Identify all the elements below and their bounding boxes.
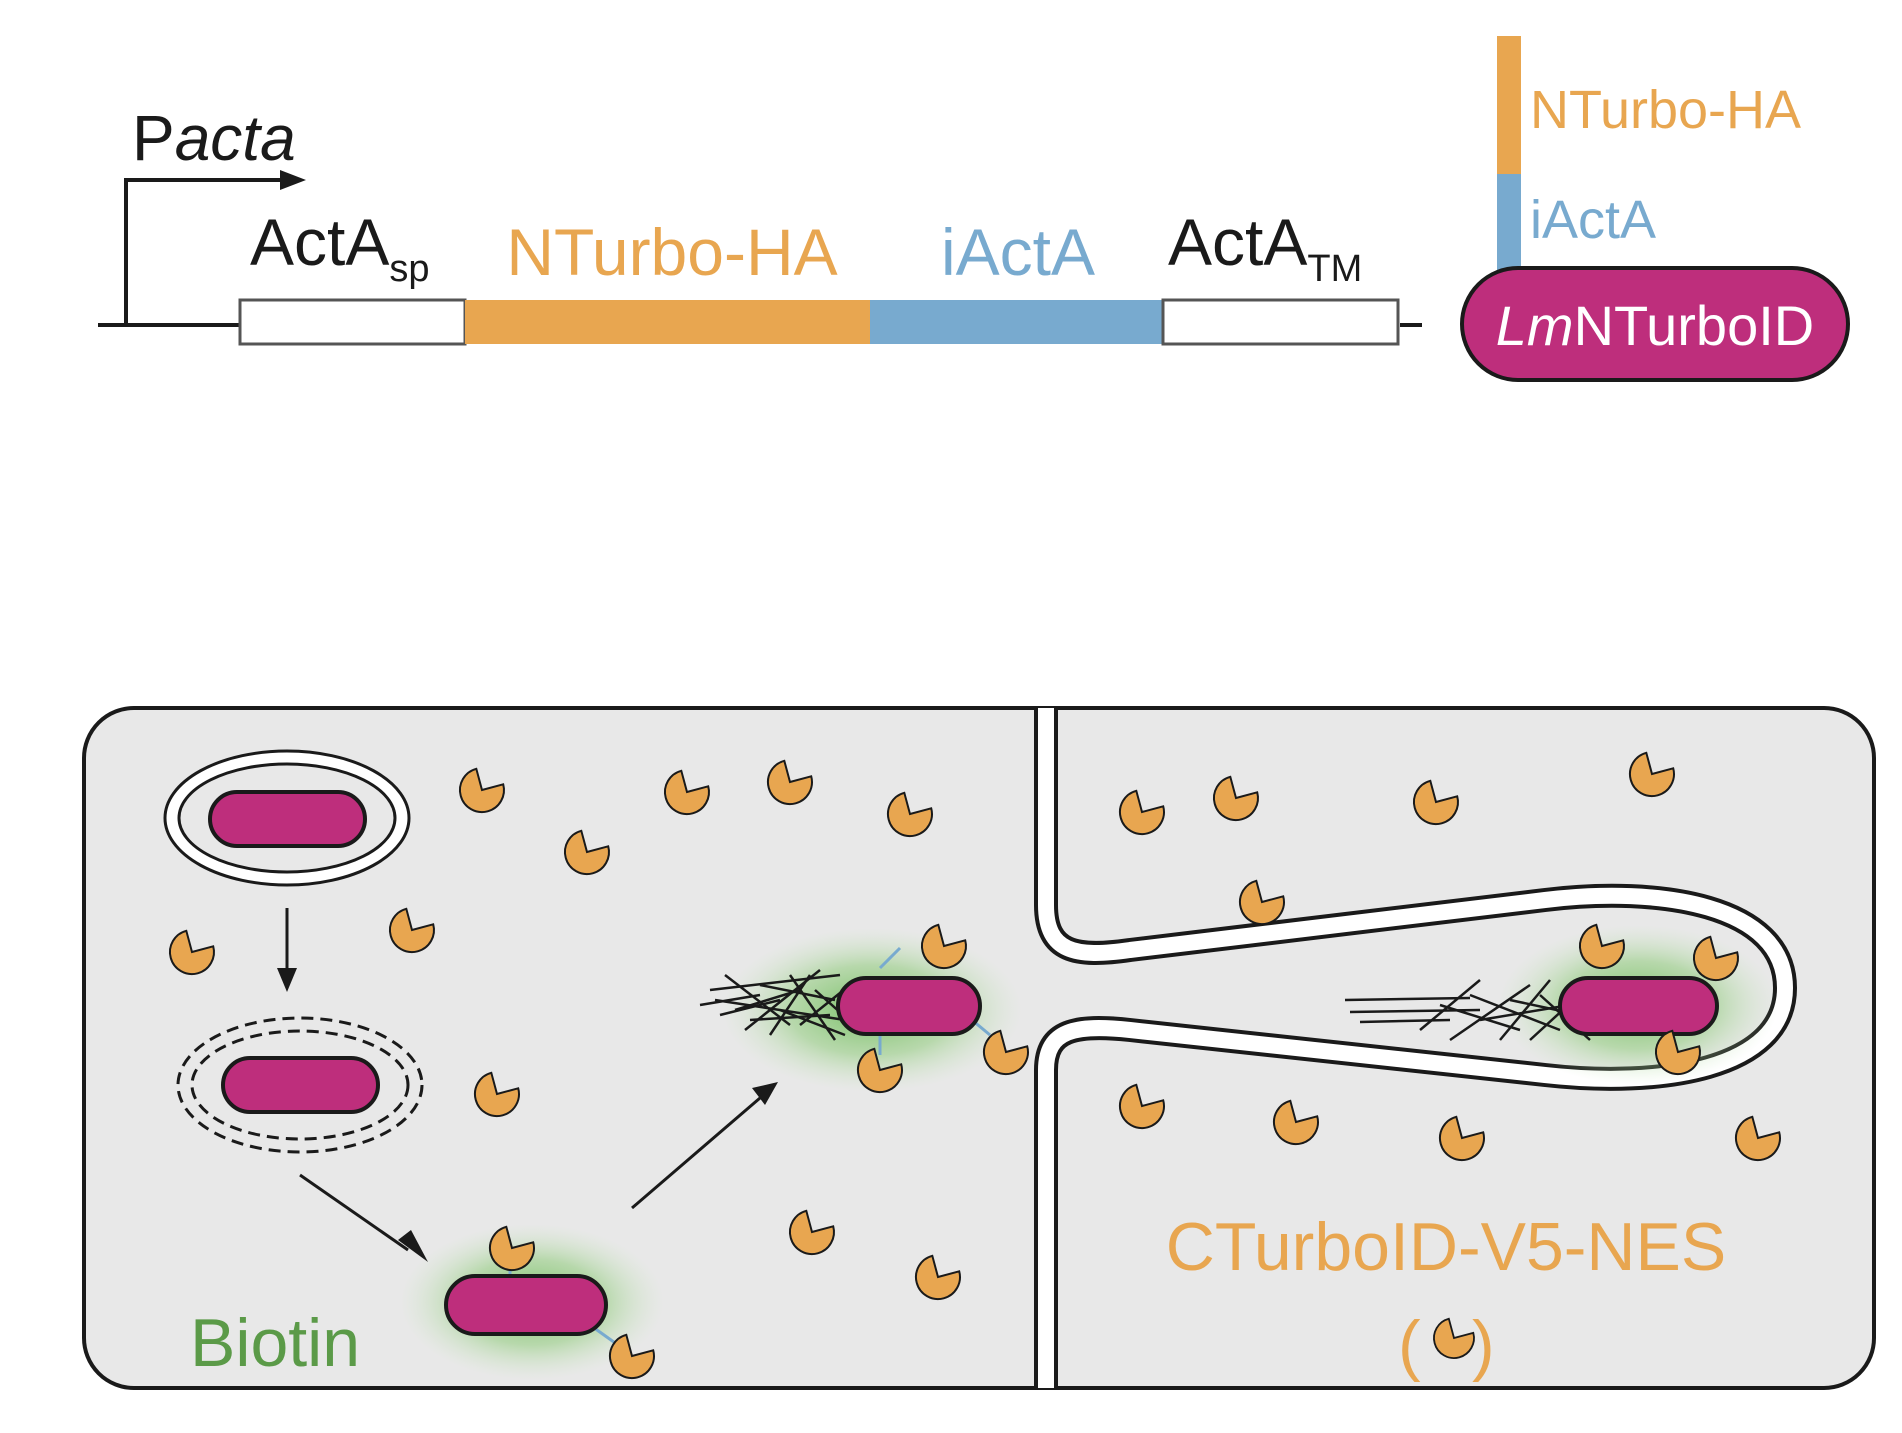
cell-membrane-inner (1038, 708, 1793, 1388)
cturbo-paren-close: ) (1472, 1307, 1495, 1383)
arrow-lysis-to-cytosol (299, 1173, 409, 1252)
legend-nturbo-bar (1497, 36, 1521, 174)
linker-3 (878, 946, 902, 970)
bacterium-actin-left (836, 976, 982, 1036)
transmembrane-box (1161, 298, 1400, 346)
nturbo-ha-segment (465, 300, 870, 344)
iacta-segment (870, 300, 1163, 344)
cturbo-paren-open: ( (1398, 1307, 1421, 1383)
biotin-label: Biotin (190, 1305, 360, 1381)
cturbo-label: CTurboID-V5-NES (1166, 1209, 1727, 1285)
promoter-label: Pacta (132, 102, 296, 174)
promoter-arrowhead (280, 170, 306, 190)
legend-bacterium (1460, 266, 1850, 382)
arrowhead-lysis-to-cytosol (398, 1230, 428, 1262)
signal-peptide-label: ActAsp (250, 205, 430, 290)
iacta-label: iActA (941, 215, 1095, 289)
ruptured-vacuole (176, 1016, 424, 1154)
nturbo-ha-label: NTurbo-HA (506, 215, 837, 289)
arrowhead-phagosome-to-lysis (277, 968, 297, 992)
bacterium-cytosol (444, 1274, 608, 1336)
strain-legend: NTurbo-HA iActA LmNTurboID (1460, 36, 1850, 382)
host-cells-panel: Biotin CTurboID-V5-NES ( ) (82, 706, 1876, 1390)
legend-nturbo-label: NTurbo-HA (1530, 80, 1801, 140)
legend-strain-label: LmNTurboID (1496, 294, 1814, 357)
gene-construct: Pacta ActAsp NTurbo-HA iActA ActATM (98, 102, 1422, 346)
promoter-arrow (124, 178, 292, 325)
legend-iacta-label: iActA (1530, 190, 1656, 250)
bacterium-in-phagosome (208, 790, 367, 848)
arrowhead-cytosol-to-actin (752, 1082, 778, 1105)
bacterium-protrusion (1558, 976, 1719, 1036)
transmembrane-label: ActATM (1168, 205, 1362, 290)
arrow-cytosol-to-actin (631, 1096, 761, 1210)
phagosome (163, 749, 411, 887)
signal-peptide-box (238, 298, 467, 346)
bacterium-escaping (221, 1056, 380, 1114)
legend-iacta-bar (1497, 174, 1521, 274)
